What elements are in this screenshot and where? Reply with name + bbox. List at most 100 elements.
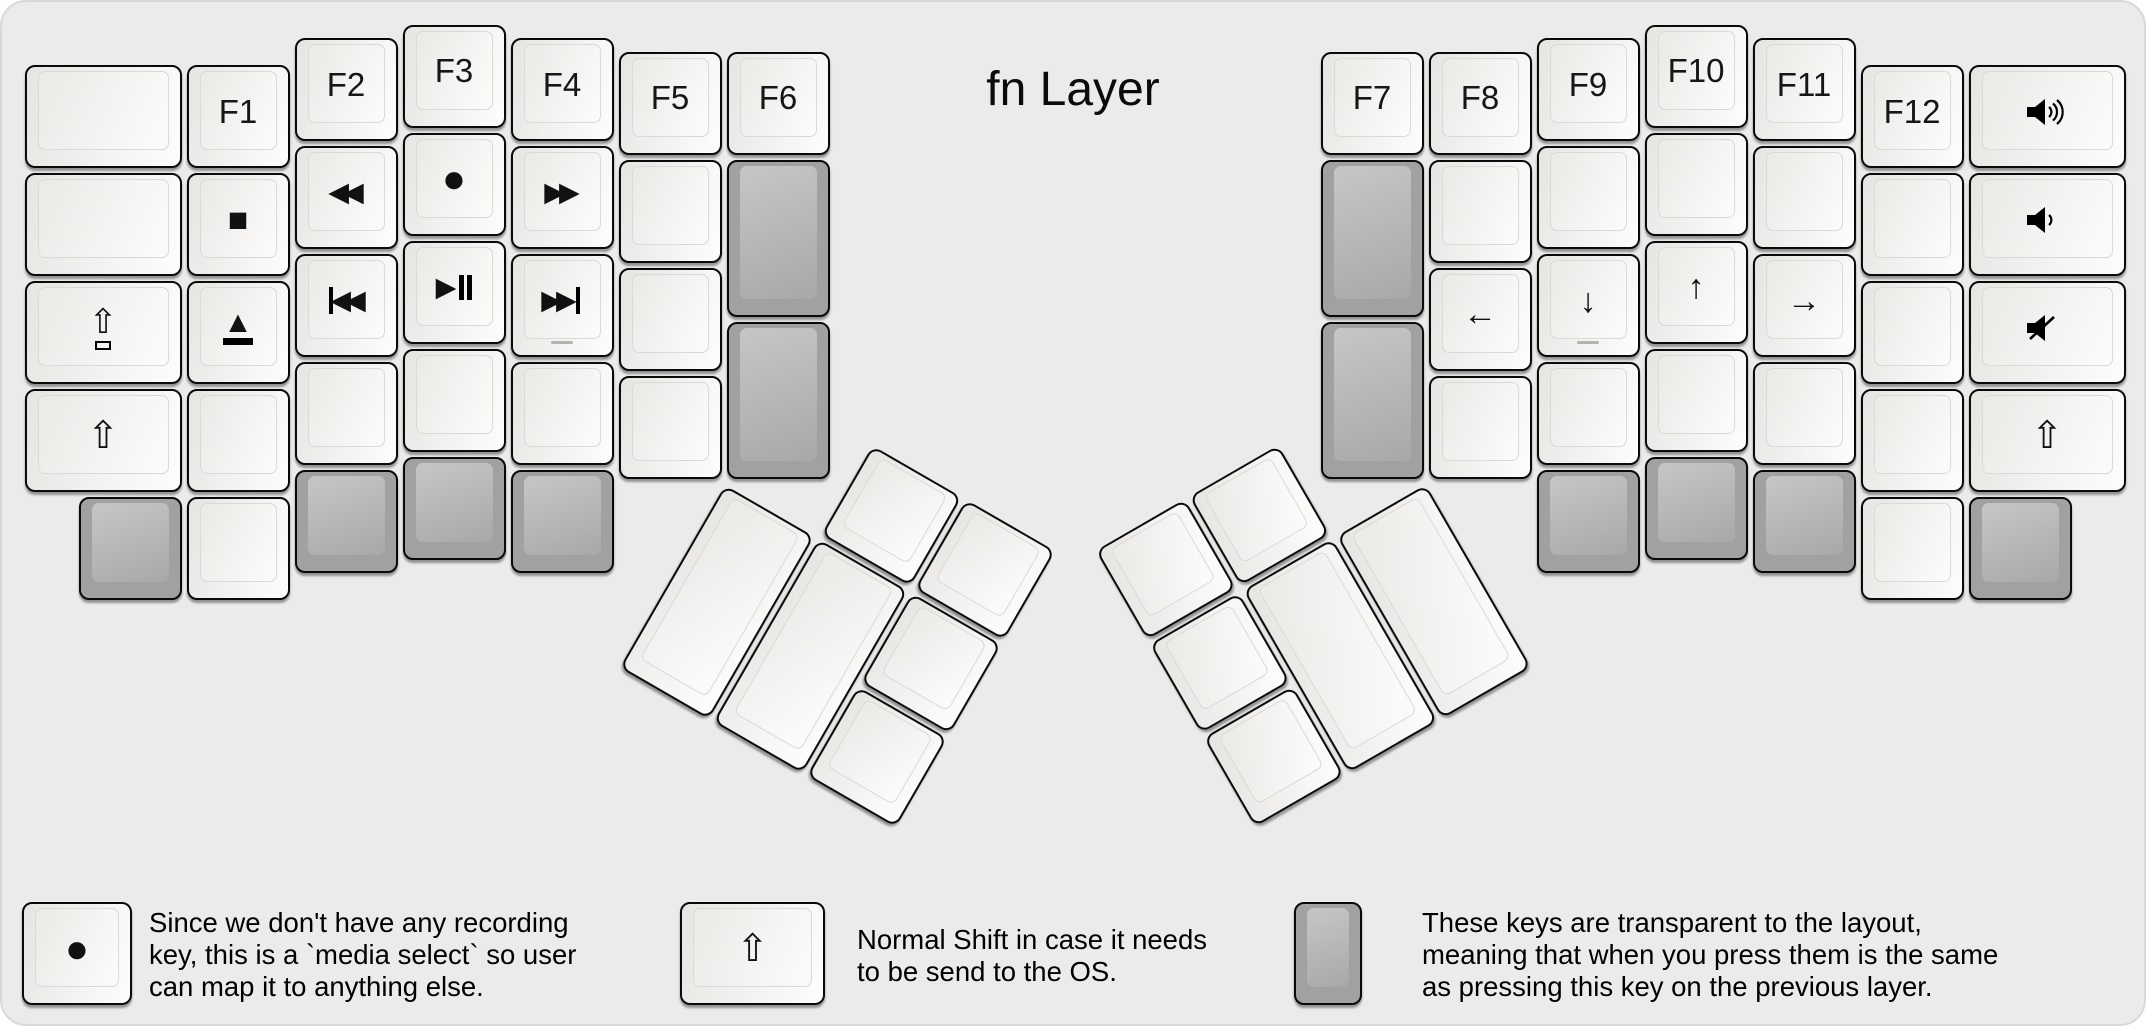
arrow-down-icon: ↓ bbox=[1579, 281, 1597, 320]
key-f2[interactable]: F2 bbox=[294, 38, 398, 141]
key-shift[interactable]: ⇧ bbox=[24, 389, 182, 492]
key-transparent[interactable] bbox=[1536, 470, 1640, 573]
key-transparent[interactable] bbox=[1644, 456, 1748, 560]
homing-bar bbox=[1577, 341, 1599, 344]
caps-lock-icon: ⇧ bbox=[27, 283, 180, 372]
key-transparent[interactable] bbox=[78, 497, 182, 600]
keycap-top bbox=[523, 368, 601, 447]
keycap-top bbox=[1981, 287, 2113, 366]
keycap-top bbox=[1765, 476, 1843, 555]
key-blank[interactable] bbox=[1536, 362, 1640, 465]
key-mute[interactable] bbox=[1968, 281, 2126, 384]
key-blank[interactable] bbox=[1752, 146, 1856, 249]
key-voldown[interactable] bbox=[1968, 173, 2126, 276]
key-transparent[interactable] bbox=[1320, 321, 1424, 479]
key-blank[interactable] bbox=[1428, 159, 1532, 263]
key-blank[interactable] bbox=[510, 362, 614, 465]
arrow-right-icon: → bbox=[1787, 281, 1821, 320]
keycap-top bbox=[415, 462, 493, 542]
key-transparent[interactable] bbox=[1320, 159, 1424, 317]
record-icon: ● bbox=[441, 157, 467, 201]
key-transparent[interactable] bbox=[1968, 497, 2072, 600]
key-f10[interactable]: F10 bbox=[1644, 24, 1748, 128]
key-f5[interactable]: F5 bbox=[618, 51, 722, 155]
key-label: F10 bbox=[1667, 52, 1725, 89]
key-blank[interactable] bbox=[1860, 389, 1964, 492]
key-blank[interactable] bbox=[24, 173, 182, 276]
key-playpause[interactable]: ▶ bbox=[402, 240, 506, 344]
key-blank[interactable] bbox=[1644, 132, 1748, 236]
key-up[interactable]: ↑ bbox=[1644, 240, 1748, 344]
key-caps[interactable]: ⇧ bbox=[24, 281, 182, 384]
keycap-top bbox=[199, 503, 277, 582]
key-blank[interactable] bbox=[1860, 281, 1964, 384]
keycap-top bbox=[1441, 57, 1519, 137]
keycap-top bbox=[35, 908, 119, 987]
key-blank[interactable] bbox=[618, 267, 722, 371]
keycap-top bbox=[1441, 273, 1519, 353]
key-blank[interactable] bbox=[186, 497, 290, 600]
key-label: F8 bbox=[1460, 79, 1500, 116]
key-next[interactable]: ▶▶ bbox=[510, 254, 614, 357]
key-transparent[interactable] bbox=[402, 456, 506, 560]
key-down[interactable]: ↓ bbox=[1536, 254, 1640, 357]
stop-icon: ■ bbox=[227, 200, 249, 239]
key-blank[interactable] bbox=[1428, 375, 1532, 479]
key-f9[interactable]: F9 bbox=[1536, 38, 1640, 141]
key-blank[interactable] bbox=[402, 348, 506, 452]
key-blank[interactable] bbox=[618, 375, 722, 479]
key-label: F6 bbox=[758, 79, 798, 116]
key-left[interactable]: ← bbox=[1428, 267, 1532, 371]
key-label: F4 bbox=[542, 65, 582, 103]
keycap-top bbox=[1441, 381, 1519, 461]
keycap-top bbox=[631, 381, 709, 461]
keycap-top bbox=[415, 246, 493, 326]
key-f1[interactable]: F1 bbox=[186, 65, 290, 168]
key-transparent[interactable] bbox=[726, 159, 830, 317]
key-eject[interactable]: ▲ bbox=[186, 281, 290, 384]
key-f4[interactable]: F4 bbox=[510, 38, 614, 141]
key-stop[interactable]: ■ bbox=[186, 173, 290, 276]
key-f6[interactable]: F6 bbox=[726, 51, 830, 155]
key-transparent[interactable] bbox=[510, 470, 614, 573]
key-blank[interactable] bbox=[1644, 348, 1748, 452]
keycap-top bbox=[1765, 44, 1843, 123]
keycap-top bbox=[1657, 462, 1735, 542]
key-blank[interactable] bbox=[1860, 173, 1964, 276]
key-shift[interactable]: ⇧ bbox=[1968, 389, 2126, 492]
key-blank[interactable] bbox=[1860, 497, 1964, 600]
key-transparent[interactable] bbox=[294, 470, 398, 573]
key-label: F11 bbox=[1776, 65, 1832, 103]
keycap-top bbox=[1657, 138, 1735, 218]
keycap-top bbox=[37, 71, 169, 150]
key-prev[interactable]: ◀◀ bbox=[294, 254, 398, 357]
keycap-top bbox=[1657, 354, 1735, 434]
key-transparent[interactable] bbox=[1752, 470, 1856, 573]
fast-forward-icon: ▶▶ bbox=[544, 177, 579, 207]
keycap-top bbox=[739, 327, 817, 461]
key-right[interactable]: → bbox=[1752, 254, 1856, 357]
key-blank[interactable] bbox=[1536, 146, 1640, 249]
key-blank[interactable] bbox=[1752, 362, 1856, 465]
key-blank[interactable] bbox=[186, 389, 290, 492]
keycap-top bbox=[415, 138, 493, 218]
key-transparent[interactable] bbox=[726, 321, 830, 479]
key-blank[interactable] bbox=[618, 159, 722, 263]
keycap-top bbox=[1549, 44, 1627, 123]
key-record[interactable]: ● bbox=[402, 132, 506, 236]
key-f7[interactable]: F7 bbox=[1320, 51, 1424, 155]
keycap-top bbox=[37, 395, 169, 474]
key-f11[interactable]: F11 bbox=[1752, 38, 1856, 141]
key-blank[interactable] bbox=[294, 362, 398, 465]
key-f3[interactable]: F3 bbox=[402, 24, 506, 128]
keycap-top bbox=[1657, 246, 1735, 326]
key-f8[interactable]: F8 bbox=[1428, 51, 1532, 155]
volume-mute-icon bbox=[1971, 283, 2124, 372]
key-volup[interactable] bbox=[1968, 65, 2126, 168]
shift-icon: ⇧ bbox=[87, 414, 119, 457]
keycap-top bbox=[1109, 510, 1216, 618]
key-rewind[interactable]: ◀◀ bbox=[294, 146, 398, 249]
key-ffwd[interactable]: ▶▶ bbox=[510, 146, 614, 249]
key-blank[interactable] bbox=[24, 65, 182, 168]
key-f12[interactable]: F12 bbox=[1860, 65, 1964, 168]
